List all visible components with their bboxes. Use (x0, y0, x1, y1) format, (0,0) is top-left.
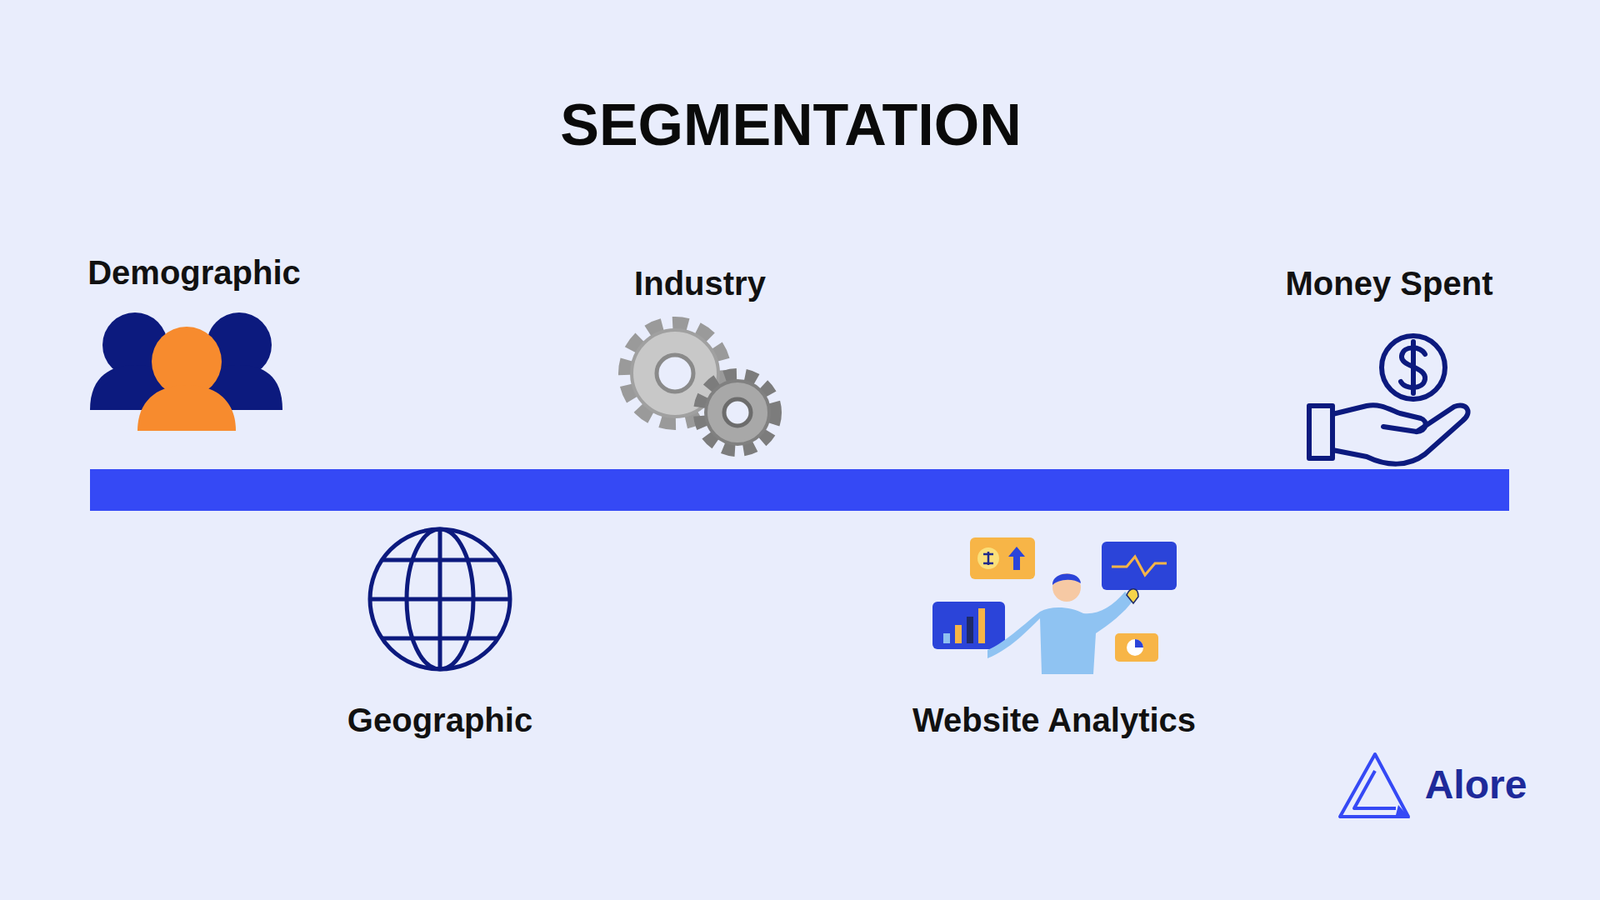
category-label: Website Analytics (912, 700, 1196, 740)
category-label: Geographic (347, 700, 533, 740)
logo-text: Alore (1425, 761, 1528, 808)
people-icon (90, 312, 283, 431)
timeline-bar (90, 469, 1510, 511)
title: SEGMENTATION (560, 91, 1022, 160)
gears-icon (626, 325, 775, 450)
category-label: Demographic (87, 253, 301, 292)
money-hand-icon (1309, 335, 1469, 465)
logo-triangle-corner (1395, 805, 1410, 819)
globe-icon (370, 529, 510, 670)
analytics-illustration (932, 537, 1177, 675)
category-label: Industry (634, 264, 766, 303)
category-label: Money Spent (1285, 264, 1494, 303)
